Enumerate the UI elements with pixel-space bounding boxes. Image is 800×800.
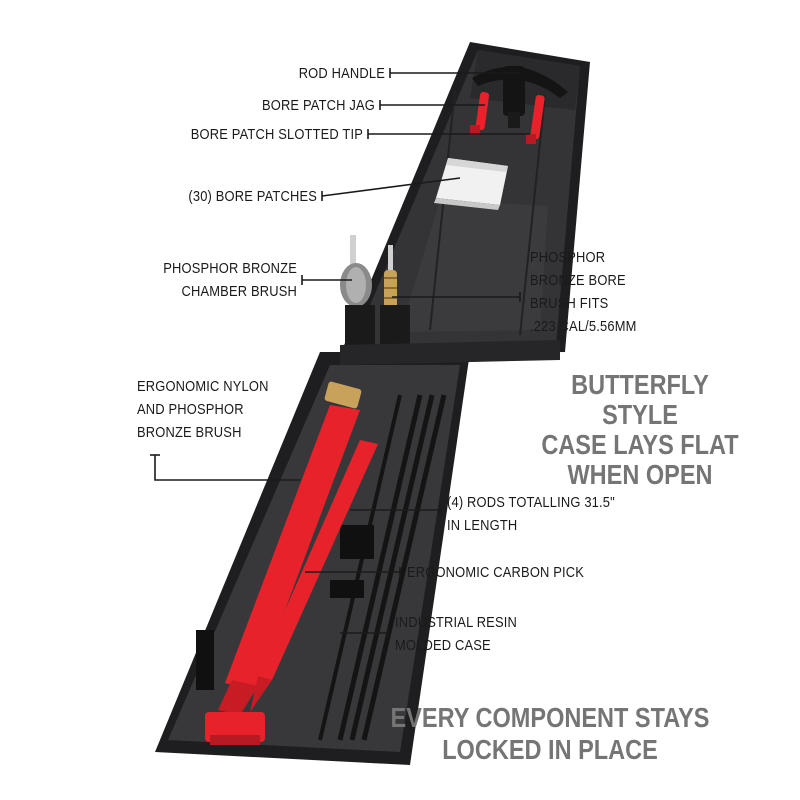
callout-chamber-brush: PHOSPHOR BRONZE CHAMBER BRUSH [163, 260, 297, 300]
callout-bore-patch-slotted-tip: BORE PATCH SLOTTED TIP [190, 126, 363, 143]
red-tools [205, 381, 378, 745]
rod-handle-part [472, 66, 568, 128]
jag-and-tip-parts [470, 92, 545, 144]
bore-patches-stack [434, 158, 508, 210]
callout-rod-handle: ROD HANDLE [298, 65, 385, 82]
callout-carbon-pick: ERGONOMIC CARBON PICK [407, 564, 585, 581]
callout-nylon-brush: ERGONOMIC NYLON AND PHOSPHOR BRONZE BRUS… [137, 378, 269, 441]
callout-leader-lines [150, 68, 530, 638]
callout-bore-patches: (30) BORE PATCHES [188, 188, 317, 205]
callout-rods: (4) RODS TOTALLING 31.5" IN LENGTH [447, 494, 615, 534]
headline-butterfly-case: BUTTERFLY STYLE CASE LAYS FLAT WHEN OPEN [541, 369, 739, 490]
callout-molded-case: INDUSTRIAL RESIN MOLDED CASE [395, 614, 517, 654]
callout-bore-patch-jag: BORE PATCH JAG [261, 97, 375, 114]
headline-locked-in-place: EVERY COMPONENT STAYS LOCKED IN PLACE [390, 702, 710, 765]
upper-case-half [340, 42, 590, 355]
callout-bore-brush: PHOSPHOR BRONZE BORE BRUSH FITS .223 CAL… [530, 249, 637, 335]
